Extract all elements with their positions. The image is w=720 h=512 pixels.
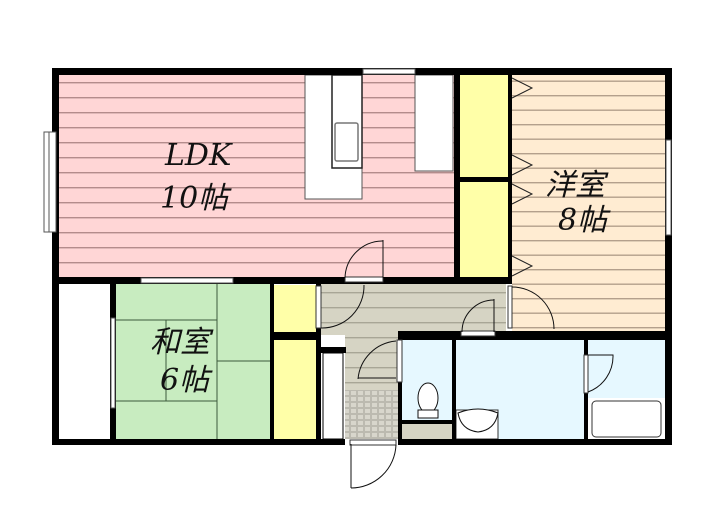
western-name: 洋室 xyxy=(545,168,609,203)
room-japanese: 和室 6帖 xyxy=(116,284,270,439)
windows xyxy=(43,68,672,409)
window-japanese-top xyxy=(140,277,234,284)
closet-upper xyxy=(460,75,508,177)
window-japanese-left xyxy=(110,317,116,409)
sink-icon xyxy=(334,122,359,162)
japanese-name: 和室 xyxy=(150,325,214,360)
kitchen-counter xyxy=(304,74,454,200)
bathtub-icon xyxy=(591,400,662,438)
ldk-name: LDK xyxy=(164,138,233,173)
western-size: 8帖 xyxy=(558,203,611,238)
closet-lower xyxy=(460,182,508,277)
doors xyxy=(315,240,614,489)
window-kitchen xyxy=(362,68,416,75)
window-ldk-left xyxy=(43,131,57,233)
bifold-door-icon xyxy=(511,77,534,277)
room-hallway xyxy=(320,284,506,390)
storage-left xyxy=(60,284,110,439)
genkan-tile xyxy=(345,390,398,439)
room-bathroom xyxy=(588,340,665,439)
room-western: 洋室 8帖 xyxy=(511,75,665,331)
walls xyxy=(52,68,672,445)
room-washroom xyxy=(455,340,584,440)
room-ldk: LDK 10帖 xyxy=(58,73,458,278)
closet-japanese-upper xyxy=(274,285,316,332)
tatami-lines xyxy=(116,284,270,439)
closet-japanese-lower xyxy=(274,340,316,439)
washbasin-icon xyxy=(455,408,499,440)
window-western-right xyxy=(665,139,672,236)
toilet-icon xyxy=(417,382,439,419)
shoe-cabinet xyxy=(322,352,344,440)
japanese-size: 6帖 xyxy=(160,363,213,398)
ldk-size: 10帖 xyxy=(160,181,232,216)
room-toilet xyxy=(402,340,452,439)
